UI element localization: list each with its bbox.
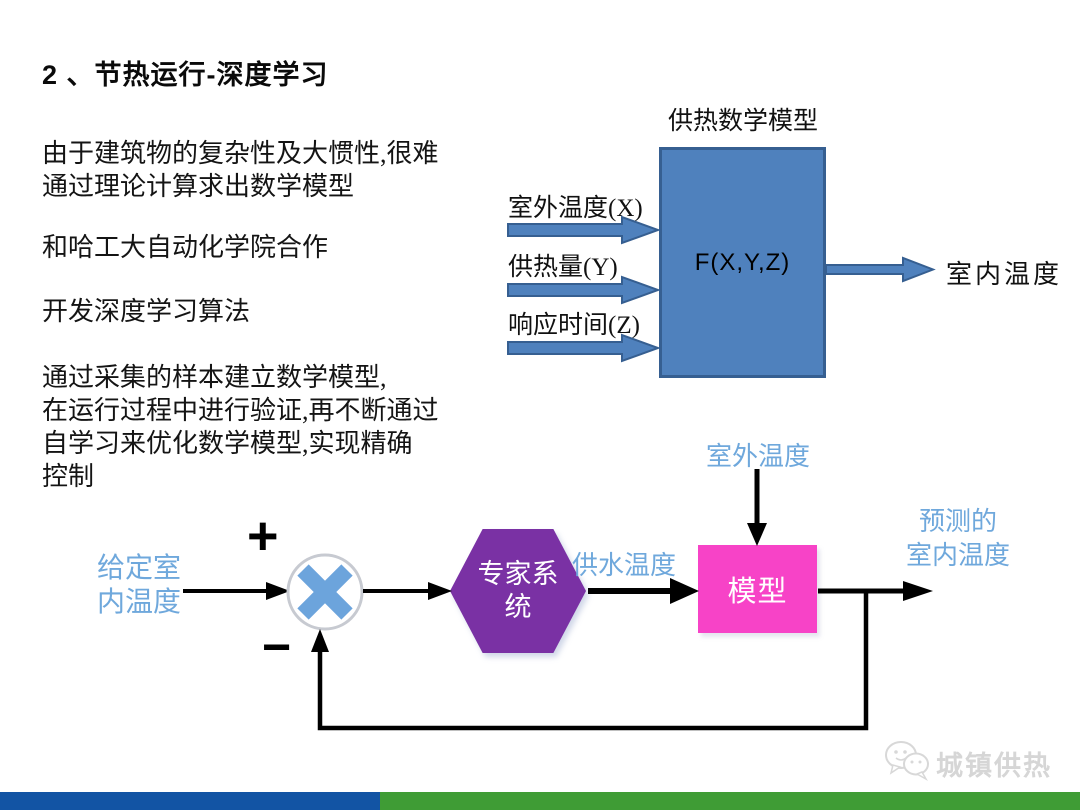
input-label-outdoor-temp: 室外温度(X)	[508, 195, 643, 222]
plus-sign: +	[247, 506, 279, 566]
supply-temp-label: 供水温度	[572, 550, 677, 580]
expert-system-hexagon: 专家系 统	[450, 529, 586, 653]
math-model-function-label: F(X,Y,Z)	[694, 248, 791, 276]
outdoor-temp-arrow	[747, 469, 767, 546]
body-paragraph-1: 由于建筑物的复杂性及大惯性,很难 通过理论计算求出数学模型	[42, 139, 439, 201]
model-block: 模型	[698, 545, 817, 633]
wechat-icon	[880, 737, 934, 790]
model-diagram-title: 供热数学模型	[667, 108, 818, 135]
math-model-box: F(X,Y,Z)	[659, 147, 826, 378]
bottom-bar-blue	[0, 792, 380, 810]
outdoor-temp-label: 室外温度	[705, 441, 810, 471]
input-label-response-time: 响应时间(Z)	[508, 312, 640, 339]
model-block-label: 模型	[727, 576, 788, 608]
bottom-bar-green	[380, 792, 1080, 810]
summing-junction	[286, 553, 364, 631]
input-label-heat-supply: 供热量(Y)	[508, 254, 618, 281]
body-paragraph-2: 和哈工大自动化学院合作	[42, 233, 329, 262]
block-arrow-output	[825, 256, 936, 283]
watermark-text: 城镇供热	[936, 751, 1052, 781]
setpoint-arrow	[183, 582, 290, 600]
page-title: 2 、节热运行-深度学习	[42, 60, 329, 90]
predicted-indoor-temp-label: 预测的 室内温度	[905, 506, 1010, 570]
body-paragraph-3: 开发深度学习算法	[42, 297, 251, 326]
junction-to-expert-arrow	[363, 582, 452, 600]
expert-system-label: 专家系 统	[477, 559, 559, 622]
body-paragraph-4: 通过采集的样本建立数学模型, 在运行过程中进行验证,再不断通过 自学习来优化数学…	[42, 363, 439, 491]
minus-sign: −	[262, 619, 292, 675]
model-output-arrow	[818, 581, 933, 601]
setpoint-label: 给定室 内温度	[96, 552, 181, 617]
output-label-indoor-temp: 室内温度	[946, 260, 1063, 289]
